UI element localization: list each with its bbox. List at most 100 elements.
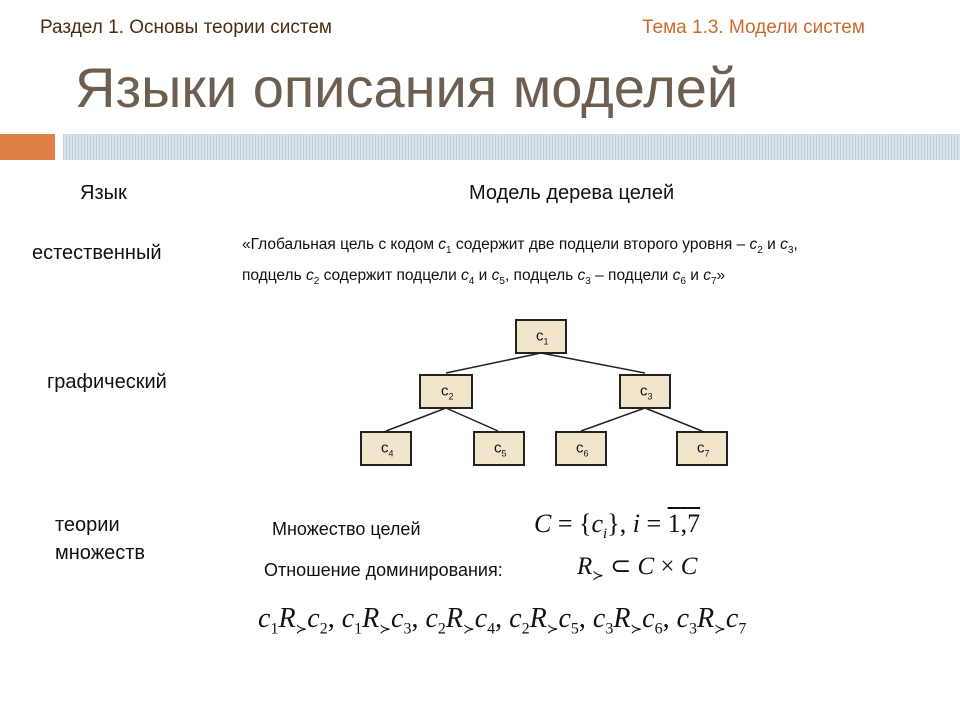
formula-operator: = [639, 509, 668, 538]
pair-part: 3 [689, 620, 698, 638]
slide-title: Языки описания моделей [75, 56, 739, 119]
quote-text: содержит подцели [319, 267, 462, 285]
tree-node-label: c1 [536, 328, 549, 347]
column-header-language: Язык [80, 182, 127, 204]
quote-subscript: 2 [757, 245, 763, 257]
quote-text: «Глобальная цель с кодом [242, 236, 439, 253]
quote-code: с [491, 267, 500, 285]
pair-part: 3 [605, 620, 614, 638]
row-label-natural: естественный [32, 242, 162, 264]
quote-code: с [780, 236, 788, 253]
pair-part: c [341, 603, 355, 634]
quote-text: содержит две подцели второго уровня – [451, 236, 750, 253]
pair-separator: , [495, 603, 510, 634]
tree-node-c5: c5 [473, 431, 525, 466]
formula-range: 1,7 [668, 509, 701, 538]
tree-node-c6: c6 [555, 431, 607, 466]
formula-symbol: c [591, 509, 604, 538]
tree-node-box [360, 431, 412, 466]
tree-node-label: c4 [381, 440, 394, 459]
pair-part: c [307, 603, 320, 634]
dominance-pair: c2R≻c5 [509, 603, 579, 638]
pair-part: 1 [354, 620, 363, 638]
tree-node-box [419, 374, 473, 409]
tree-node-c4: c4 [360, 431, 412, 466]
pair-part: c [509, 603, 522, 634]
pair-part: 2 [437, 620, 446, 638]
pair-part: ≻ [379, 622, 391, 638]
row-label-set-theory-1: теории [55, 514, 120, 536]
quote-line-1: «Глобальная цель с кодом с1 содержит две… [242, 232, 952, 263]
quote-subscript: 6 [680, 276, 686, 288]
topic-header: Тема 1.3. Модели систем [642, 17, 865, 38]
pair-part: c [725, 603, 739, 634]
quote-text: и [762, 236, 781, 253]
dominance-pair: c2R≻c4 [425, 603, 495, 638]
pair-part: c [391, 603, 404, 634]
pair-part: ≻ [462, 622, 475, 638]
quote-subscript: 3 [585, 276, 591, 288]
pair-part: 2 [319, 620, 328, 638]
dominance-relation-label: Отношение доминирования: [264, 560, 503, 580]
section-header: Раздел 1. Основы теории систем [40, 17, 332, 38]
quote-line-2: подцель с2 содержит подцели с4 и с5, под… [242, 263, 952, 294]
row-label-graphical: графический [47, 371, 167, 393]
formula-subscript: i [603, 526, 608, 543]
quote-subscript: 2 [313, 276, 320, 288]
pair-part: 6 [654, 620, 663, 638]
tree-edges [385, 352, 703, 432]
edge-c3-c6 [580, 407, 646, 432]
pair-part: R [278, 603, 296, 634]
formula-operator: }, [607, 509, 627, 538]
quote-code: с [438, 236, 447, 253]
row-label-set-theory-2: множеств [55, 542, 145, 564]
formula-symbol: C [534, 509, 552, 538]
pair-part: ≻ [546, 622, 559, 638]
quote-code: с [703, 267, 711, 285]
natural-language-quote: «Глобальная цель с кодом с1 содержит две… [242, 232, 952, 294]
pair-part: c [558, 603, 571, 634]
pair-part: c [258, 603, 271, 634]
edge-c3-c7 [644, 407, 703, 432]
pair-separator: , [411, 603, 426, 634]
pair-part: c [592, 603, 606, 634]
pair-separator: , [662, 603, 677, 634]
dominance-pairs: c1R≻c2, c1R≻c3, c2R≻c4, c2R≻c5, c3R≻c6, … [258, 603, 746, 639]
tree-node-label: c6 [576, 440, 589, 459]
edge-c2-c5 [445, 407, 499, 432]
tree-node-label: c2 [441, 383, 454, 402]
pair-part: R [697, 603, 715, 634]
tree-node-label: c3 [640, 383, 653, 402]
accent-bar-left [0, 134, 55, 160]
goal-set-formula: C = {ci}, i = 1,7 [534, 509, 700, 543]
pair-part: ≻ [714, 622, 726, 638]
pair-part: R [362, 603, 380, 634]
dominance-pair: c1R≻c2 [258, 603, 328, 638]
pair-part: c [474, 603, 488, 634]
formula-symbol: i [626, 509, 640, 538]
pair-part: c [676, 603, 690, 634]
pair-separator: , [327, 603, 342, 634]
pair-part: 2 [521, 620, 530, 638]
edge-c2-c4 [385, 407, 447, 432]
formula-operator: , [680, 509, 688, 538]
tree-node-label: c5 [494, 440, 507, 459]
tree-node-label: c7 [697, 440, 710, 459]
pair-part: 1 [270, 620, 279, 638]
pair-part: c [642, 603, 655, 634]
pair-part: ≻ [630, 622, 643, 638]
column-header-model: Модель дерева целей [469, 182, 675, 204]
quote-subscript: 4 [468, 276, 475, 288]
quote-text: и [685, 267, 704, 285]
quote-text: » [716, 267, 726, 285]
dominance-relation-formula: R≻ ⊂ C × C [577, 551, 697, 585]
tree-node-box [473, 431, 525, 466]
quote-text: , подцель [504, 267, 578, 285]
dominance-pair: c1R≻c3 [341, 603, 412, 638]
quote-code: с [461, 267, 469, 285]
goal-set-label: Множество целей [272, 519, 421, 539]
pair-part: 7 [738, 620, 747, 638]
formula-operator: × [654, 553, 681, 580]
quote-code: с [305, 267, 314, 285]
